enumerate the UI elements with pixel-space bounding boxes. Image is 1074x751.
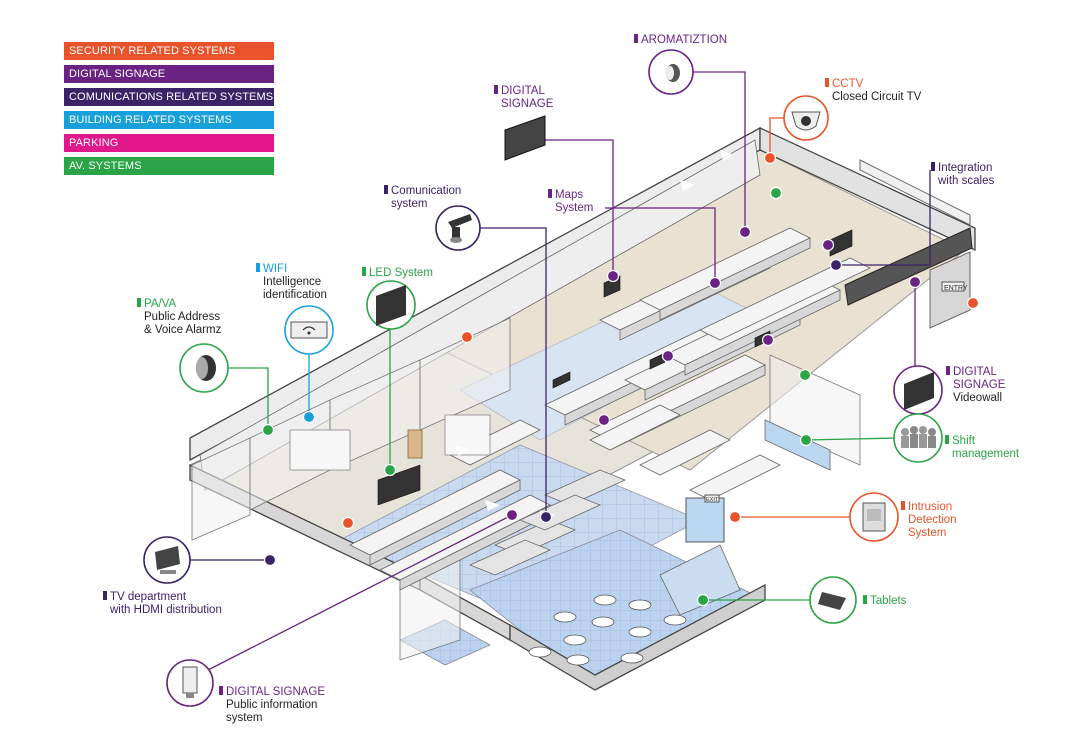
intrusion-title2: Detection xyxy=(908,514,957,526)
tablet-icon xyxy=(809,576,857,624)
legend-security: SECURITY RELATED SYSTEMS xyxy=(64,42,274,60)
entry-structure: ENTRY EXIT xyxy=(685,159,973,543)
videowall-title2: SIGNAGE xyxy=(953,379,1006,391)
callout-digital-signage-public: DIGITAL SIGNAGE Public information syste… xyxy=(219,686,325,725)
wifi-title: WIFI xyxy=(263,263,288,275)
callout-tablets: Tablets xyxy=(863,595,906,608)
led-title: LED System xyxy=(369,267,433,279)
callout-shift-management: Shift management xyxy=(945,435,1019,461)
cctv-subtitle: Closed Circuit TV xyxy=(832,91,922,103)
videowall-subtitle: Videowall xyxy=(953,392,1003,404)
callout-communication-system: Comunication system xyxy=(384,185,461,211)
public-signage-title: DIGITAL SIGNAGE xyxy=(226,686,326,698)
people-group-icon xyxy=(893,413,943,463)
wifi-subtitle2: identification xyxy=(263,289,327,301)
pava-subtitle2: & Voice Alarmz xyxy=(144,324,222,336)
public-signage-subtitle2: system xyxy=(226,712,263,724)
intrusion-title: Intrusion xyxy=(908,501,953,513)
tv-title: TV department xyxy=(110,591,187,603)
legend-av-systems: AV. SYSTEMS xyxy=(64,157,274,175)
aroma-icon xyxy=(648,49,694,95)
callout-digital-signage-top: DIGITAL SIGNAGE xyxy=(494,85,553,111)
intrusion-panel-icon xyxy=(849,492,899,542)
tv-title2: with HDMI distribution xyxy=(110,604,222,616)
restaurant-tables xyxy=(528,594,687,666)
signage-screen-icon xyxy=(504,115,546,161)
pa-speaker-icon xyxy=(179,343,229,393)
callout-tv-department: TV department with HDMI distribution xyxy=(103,591,222,617)
legend-communications: COMUNICATIONS RELATED SYSTEMS xyxy=(64,88,274,106)
info-totem-icon xyxy=(166,659,214,707)
digital-signage-top-title2: SIGNAGE xyxy=(501,98,554,110)
integration-title: Integration xyxy=(938,162,993,174)
videowall-title: DIGITAL xyxy=(953,366,997,378)
callout-icons xyxy=(143,49,943,707)
callout-intrusion-detection: Intrusion Detection System xyxy=(901,501,957,540)
shelving xyxy=(289,227,871,616)
intrusion-title3: System xyxy=(908,527,947,539)
pava-title: PA/VA xyxy=(144,298,177,310)
maps-subtitle: System xyxy=(555,202,594,214)
shift-title2: management xyxy=(952,448,1020,460)
leader-lines xyxy=(190,71,931,671)
callout-maps-system: Maps System xyxy=(548,189,593,215)
videowall-icon xyxy=(893,365,943,415)
cctv-camera-icon xyxy=(783,95,829,141)
public-signage-subtitle: Public information xyxy=(226,699,318,711)
callout-pava: PA/VA Public Address & Voice Alarmz xyxy=(137,298,221,337)
communication-speaker-icon xyxy=(435,205,481,251)
led-screen-icon xyxy=(366,280,416,330)
cctv-title: CCTV xyxy=(832,78,864,90)
entry-sign-text: ENTRY xyxy=(944,285,968,292)
callout-wifi: WIFI Intelligence identification xyxy=(256,263,327,302)
tablets-title: Tablets xyxy=(870,595,907,607)
callout-cctv: CCTV Closed Circuit TV xyxy=(825,78,921,104)
legend-building: BUILDING RELATED SYSTEMS xyxy=(64,111,274,129)
comms-title: Comunication xyxy=(391,185,462,197)
legend-digital-signage: DIGITAL SIGNAGE xyxy=(64,65,274,83)
aromatiztion-title: AROMATIZTION xyxy=(641,34,728,46)
system-dots xyxy=(261,151,980,607)
callout-aromatiztion: AROMATIZTION xyxy=(634,34,727,47)
exit-sign-text: EXIT xyxy=(706,497,719,503)
pava-subtitle: Public Address xyxy=(144,311,221,323)
digital-signage-top-title: DIGITAL xyxy=(501,85,545,97)
shift-title: Shift xyxy=(952,435,976,447)
maps-title: Maps xyxy=(555,189,584,201)
tv-hdmi-icon xyxy=(143,536,191,584)
wifi-router-icon xyxy=(284,305,334,355)
wifi-subtitle: Intelligence xyxy=(263,276,322,288)
legend-parking: PARKING xyxy=(64,134,274,152)
comms-subtitle: system xyxy=(391,198,428,210)
legend: SECURITY RELATED SYSTEMS DIGITAL SIGNAGE… xyxy=(64,42,274,180)
callout-integration-scales: Integration with scales xyxy=(931,162,994,188)
integration-subtitle: with scales xyxy=(938,175,995,187)
callout-led-system: LED System xyxy=(362,267,433,280)
callout-videowall: DIGITAL SIGNAGE Videowall xyxy=(946,366,1005,405)
